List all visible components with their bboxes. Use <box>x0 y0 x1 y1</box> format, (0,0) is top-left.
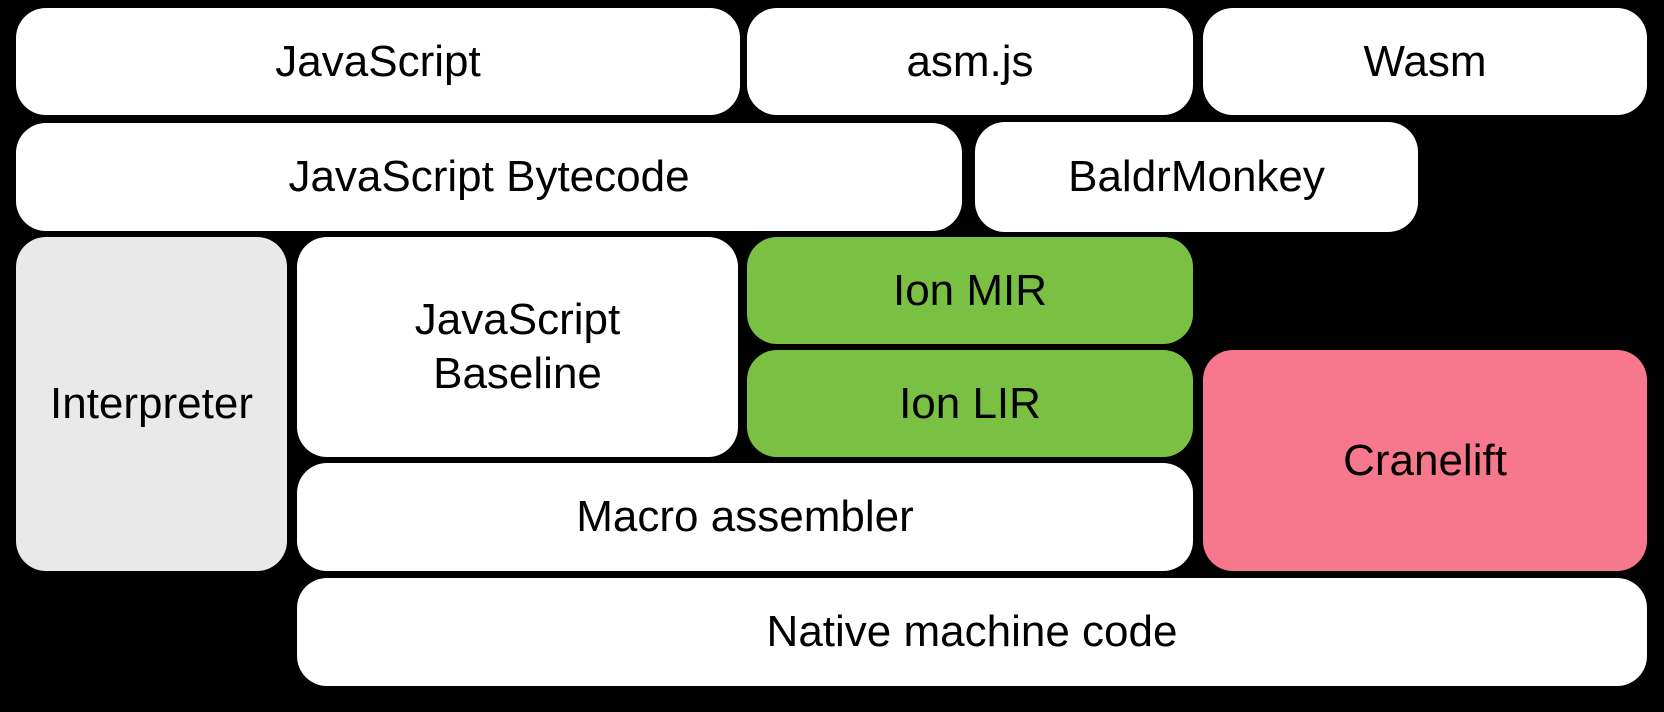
box-ion-mir-label: Ion MIR <box>892 265 1048 315</box>
box-javascript-baseline: JavaScript Baseline <box>297 237 738 457</box>
box-asmjs: asm.js <box>747 8 1193 115</box>
box-wasm: Wasm <box>1203 8 1647 115</box>
box-javascript-bytecode: JavaScript Bytecode <box>16 123 962 231</box>
box-native-machine-code-label: Native machine code <box>766 607 1178 657</box>
box-javascript-bytecode-label: JavaScript Bytecode <box>288 152 690 202</box>
box-javascript: JavaScript <box>16 8 740 115</box>
box-native-machine-code: Native machine code <box>297 578 1647 686</box>
box-ion-lir-label: Ion LIR <box>899 378 1041 428</box>
box-baldrmonkey-label: BaldrMonkey <box>1068 152 1325 202</box>
box-ion-lir: Ion LIR <box>747 350 1193 457</box>
box-cranelift: Cranelift <box>1203 350 1647 571</box>
box-macro-assembler: Macro assembler <box>297 463 1193 571</box>
box-ion-mir: Ion MIR <box>747 237 1193 344</box>
box-interpreter: Interpreter <box>16 237 287 571</box>
box-baldrmonkey: BaldrMonkey <box>975 122 1418 232</box>
box-interpreter-label: Interpreter <box>50 379 253 429</box>
box-javascript-baseline-label: JavaScript Baseline <box>414 295 621 398</box>
box-wasm-label: Wasm <box>1363 36 1487 86</box>
box-asmjs-label: asm.js <box>906 36 1034 86</box>
box-javascript-label: JavaScript <box>275 36 481 86</box>
box-cranelift-label: Cranelift <box>1343 435 1507 485</box>
box-macro-assembler-label: Macro assembler <box>576 492 914 542</box>
